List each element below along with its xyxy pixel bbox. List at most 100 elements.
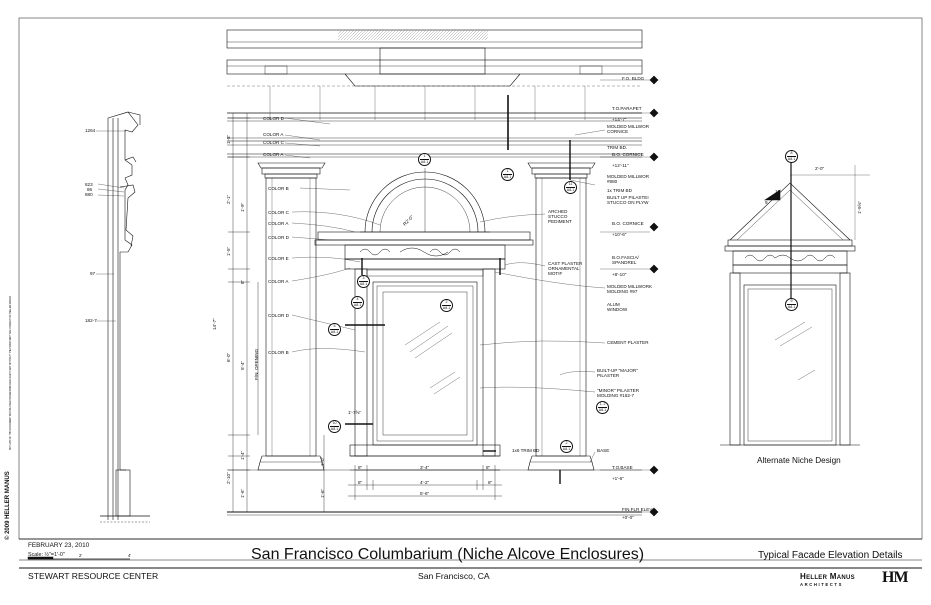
level-label: F.O. BLDG xyxy=(622,76,645,81)
left-dim: 2'-10" xyxy=(226,472,231,484)
level-value: +8'-10" xyxy=(612,272,627,277)
side-dim: 86 xyxy=(87,187,93,192)
note-built-up-pilaster: BUILT UP PILASTEI STUCCO ON PLYW xyxy=(607,195,649,205)
annotation-major-pilaster: BUILT-UP "MAJOR" PILASTER xyxy=(597,368,638,378)
width-label: 1'-7⅝" xyxy=(348,410,361,415)
annotation-alum-window: ALUM WINDOW xyxy=(607,302,628,312)
color-label: COLOR D xyxy=(268,313,289,318)
left-dim: 1'-4" xyxy=(240,450,245,460)
left-footer: STEWART RESOURCE CENTER xyxy=(28,571,159,581)
left-dim: 1'-0" xyxy=(320,456,325,466)
annotation-minor-pilaster: "MINOR" PILASTER MOLDING #182-7 xyxy=(597,388,640,398)
bottom-dim: 4'-2" xyxy=(420,480,430,485)
left-dim: 8" xyxy=(240,279,245,284)
color-label: COLOR A xyxy=(263,132,284,137)
copyright-label: © 2009 HELLER MANUS xyxy=(5,471,11,540)
annotation-base: BASE xyxy=(597,448,610,453)
leader-lines xyxy=(284,117,606,463)
sheet-title: Typical Facade Elevation Details xyxy=(758,550,903,561)
vertical-grid-lines xyxy=(269,86,586,120)
level-value: +14'-7" xyxy=(612,117,627,122)
alternate-niche-elevation xyxy=(720,155,870,446)
left-dim: 14'-7" xyxy=(212,318,217,330)
ground-line xyxy=(227,469,642,516)
level-value: +0'-0" xyxy=(622,515,634,520)
annotation-molding-97: MOLDED MILLWORK MOLDING #97 xyxy=(607,284,653,294)
color-label: COLOR D xyxy=(263,116,284,121)
left-dim: 1'-5" xyxy=(226,246,231,256)
side-dim: 880 xyxy=(85,192,93,197)
level-label: B.O. CORNICE xyxy=(612,221,644,226)
level-label: T.O.BASE xyxy=(612,465,633,470)
bottom-dim: 8" xyxy=(488,480,493,485)
annotation-cement-plaster: CEMENT PLASTER xyxy=(607,340,649,345)
right-level-lines xyxy=(600,79,650,513)
plan-at-top xyxy=(226,29,643,87)
level-value: +12'-11" xyxy=(612,163,629,168)
niche-frame xyxy=(349,268,501,471)
color-label: COLOR A xyxy=(268,221,289,226)
left-dim: 1'-9" xyxy=(240,202,245,212)
left-dimension-string xyxy=(228,113,325,513)
color-label: COLOR A xyxy=(268,279,289,284)
date-label: FEBRUARY 23, 2010 xyxy=(28,542,90,549)
level-markers xyxy=(649,75,659,517)
bottom-dim: 3'-4" xyxy=(420,465,430,470)
side-dim: 823 xyxy=(85,182,93,187)
level-label: B.O. CORNICE xyxy=(612,152,644,157)
color-label: COLOR E xyxy=(268,256,289,261)
bottom-dim: 5'-6" xyxy=(420,491,430,496)
note-cornice: MOLDED MILLWOR CORNICE xyxy=(607,124,650,134)
color-label: COLOR A xyxy=(263,152,284,157)
left-dim: 1'-6" xyxy=(240,488,245,498)
scale-mark: 4' xyxy=(128,553,132,558)
scale-label: Scale: ½"=1'-0" xyxy=(28,552,65,558)
pitch-run: 12 xyxy=(775,189,781,194)
firm-logo: HM xyxy=(882,569,909,586)
alt-niche-caption: Alternate Niche Design xyxy=(757,456,841,465)
note-trim-bd: 1x TRIM BD xyxy=(607,188,632,193)
fine-print: NOT ANY OF THIS DOCUMENT MAY BE USED OR … xyxy=(10,295,12,450)
annotation-plaster-motif: CAST PLASTER ORNAMENTAL MOTIF xyxy=(548,261,583,276)
level-label: FIN.FLR ELEV. xyxy=(622,507,654,512)
note-trim: TRIM BD. xyxy=(607,145,628,150)
side-dim: 97 xyxy=(90,271,96,276)
level-value: +10'-6" xyxy=(612,232,627,237)
project-title: San Francisco Columbarium (Niche Alcove … xyxy=(251,546,645,563)
parapet-and-cornice xyxy=(227,112,642,158)
color-label: COLOR C xyxy=(268,210,289,215)
title-block-lines xyxy=(19,556,922,569)
color-label: COLOR D xyxy=(268,235,289,240)
left-dim: 6'-0" xyxy=(226,352,231,362)
annotation-arched-pediment: ARCHED STUCCO PEDIMENT xyxy=(548,209,572,224)
alt-dim: 1'-9⅝" xyxy=(857,201,862,214)
level-label: B.O.FASCIA/ SPANDREL xyxy=(612,255,639,265)
left-dim: 1'-6" xyxy=(320,488,325,498)
opening-label: F/N. OPENING xyxy=(254,348,259,380)
firm-name: Heller Manus xyxy=(800,572,855,581)
location: San Francisco, CA xyxy=(418,571,490,581)
bottom-dim: 8" xyxy=(486,465,491,470)
entablature xyxy=(314,231,534,270)
left-dim: 1'-8" xyxy=(226,134,231,144)
level-label: T.O.PARAPET xyxy=(612,106,642,111)
bottom-dim: 8" xyxy=(358,480,363,485)
level-value: +1'-6" xyxy=(612,476,624,481)
alt-dim: 2'-0" xyxy=(815,166,825,171)
firm-sub: ARCHITECTS xyxy=(800,582,843,587)
bottom-dim: 8" xyxy=(358,465,363,470)
